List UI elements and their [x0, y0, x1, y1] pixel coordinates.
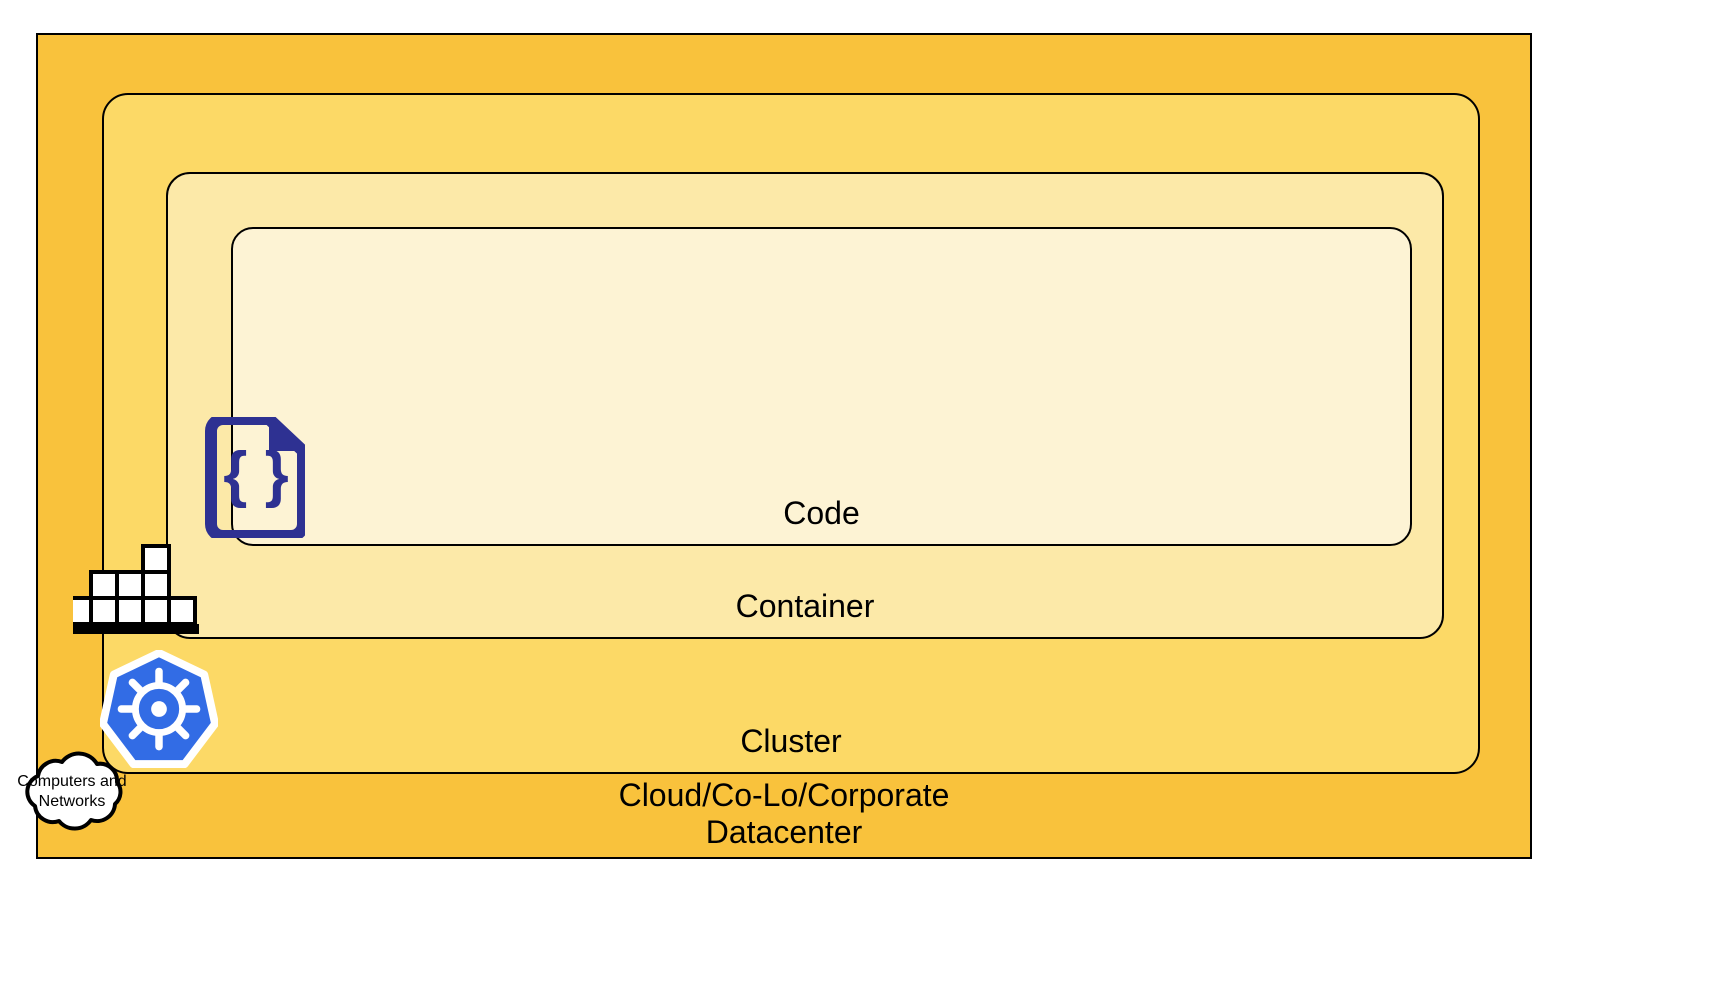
layer-cluster[interactable]: Cluster — [59, 93, 1480, 774]
code-document-icon: { } — [199, 413, 309, 542]
svg-text:{ }: { } — [223, 440, 288, 509]
layer-container[interactable]: Container — [59, 172, 1444, 639]
layer-datacenter[interactable]: Cloud/Co-Lo/Corporate Datacenter Cluster — [36, 33, 1532, 859]
kubernetes-icon — [99, 649, 219, 770]
computers-and-networks-callout[interactable]: Computers and Networks — [2, 746, 142, 838]
computers-and-networks-label: Computers and Networks — [17, 773, 127, 810]
layer-code[interactable]: Code { } — [205, 227, 1412, 546]
layer-cluster-label: Cluster — [740, 723, 842, 759]
layer-container-label: Container — [735, 588, 875, 624]
blocks-icon — [59, 544, 199, 634]
layer-datacenter-label: Cloud/Co-Lo/Corporate Datacenter — [618, 777, 950, 850]
layer-code-label: Code — [783, 495, 860, 531]
